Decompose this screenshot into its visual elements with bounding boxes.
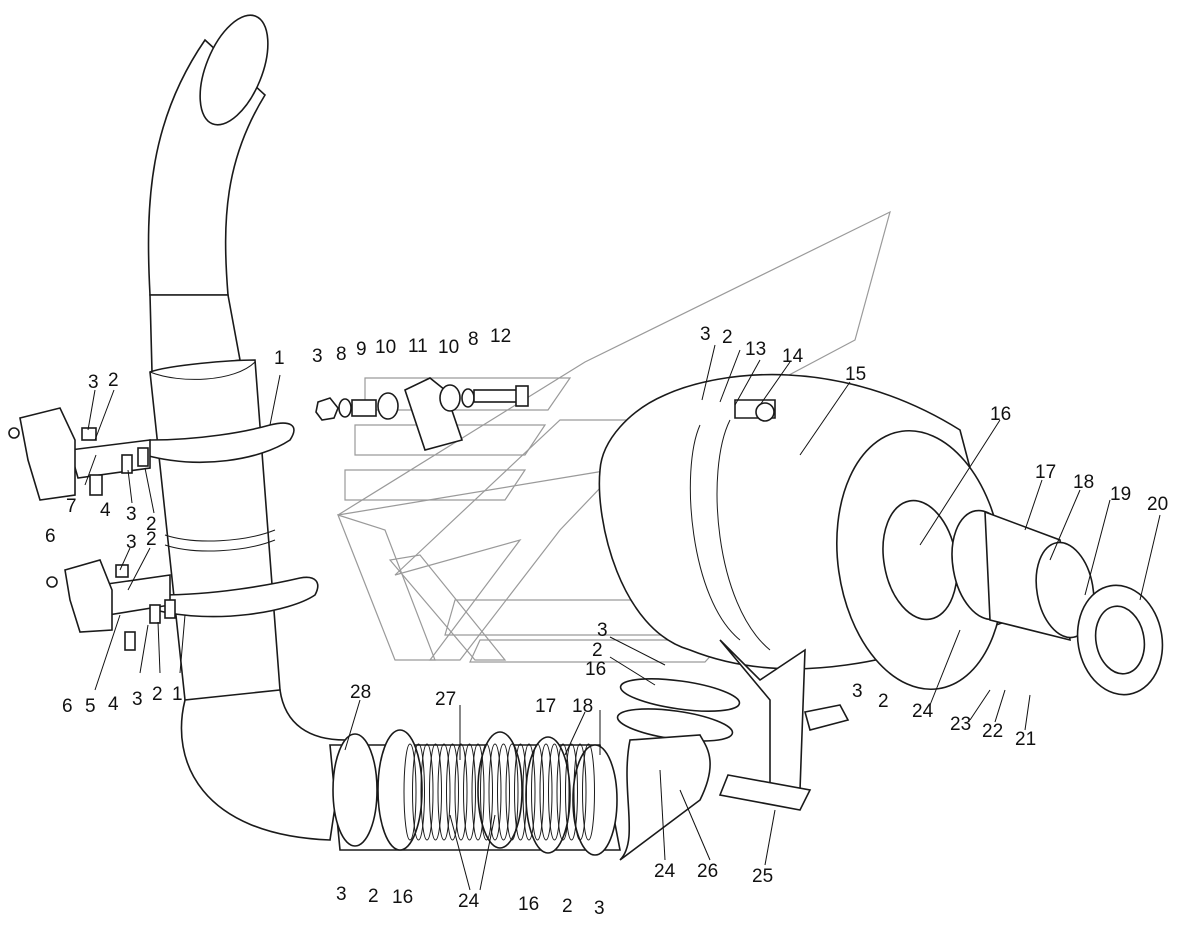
bellows-rib [412, 743, 425, 841]
callout-24: 24 [458, 891, 480, 912]
bellows-rib [437, 743, 451, 841]
callout-3: 3 [312, 346, 323, 367]
callout-18: 18 [1073, 472, 1094, 493]
callout-20: 20 [1147, 494, 1168, 515]
bellows-rib [582, 743, 595, 841]
callout-1: 1 [274, 348, 285, 369]
exploded-hardware [315, 377, 529, 451]
callout-2: 2 [152, 684, 163, 705]
callout-6: 6 [45, 526, 56, 547]
callout-10: 10 [375, 337, 396, 358]
callout-3: 3 [336, 884, 347, 905]
callout-25: 25 [752, 866, 773, 887]
bellows-rib [497, 743, 510, 841]
callout-5: 5 [85, 696, 96, 717]
muffler-outlet-assembly [882, 499, 1164, 696]
callout-9: 9 [356, 339, 367, 360]
callout-16: 16 [990, 404, 1011, 425]
callout-24: 24 [654, 861, 676, 882]
callout-2: 2 [368, 886, 379, 907]
callout-2: 2 [878, 691, 889, 712]
callout-3: 3 [700, 324, 711, 345]
bellows-rib [573, 743, 587, 841]
callout-12: 12 [490, 326, 511, 347]
callout-16: 16 [585, 659, 606, 680]
callout-3: 3 [852, 681, 863, 702]
callout-28: 28 [350, 682, 371, 703]
callout-3: 3 [126, 504, 137, 525]
callout-2: 2 [562, 896, 573, 917]
callout-leaders [84, 344, 1161, 891]
bellows-rib [531, 743, 544, 841]
bellows-rib [446, 743, 459, 841]
callout-10: 10 [438, 337, 459, 358]
callout-8: 8 [468, 329, 479, 350]
bellows-rib [403, 743, 417, 841]
callout-13: 13 [745, 339, 766, 360]
bellows-rib [548, 743, 561, 841]
callout-4: 4 [108, 694, 119, 715]
callout-labels: 3 2 6 7 4 3 2 1 3 2 6 5 4 3 2 1 3 8 9 10… [45, 324, 1168, 919]
bellows-ribs [403, 743, 595, 841]
bellows-rib [514, 743, 527, 841]
callout-2: 2 [108, 370, 119, 391]
bellows-rib [522, 743, 536, 841]
bellows-rib [454, 743, 468, 841]
callout-23: 23 [950, 714, 971, 735]
support-stand [718, 639, 850, 811]
callout-18: 18 [572, 696, 593, 717]
bellows-rib [565, 743, 578, 841]
callout-15: 15 [845, 364, 866, 385]
bellows-rib [471, 743, 485, 841]
callout-6: 6 [62, 696, 73, 717]
bellows-rib [488, 743, 502, 841]
callout-17: 17 [535, 696, 556, 717]
callout-2: 2 [146, 529, 157, 550]
lower-elbow-pipe [180, 689, 346, 841]
callout-3: 3 [88, 372, 99, 393]
bellows-rib [420, 743, 434, 841]
callout-2: 2 [592, 640, 603, 661]
callout-2: 2 [146, 514, 157, 535]
callout-16: 16 [518, 894, 539, 915]
bellows-rib [505, 743, 519, 841]
callout-3: 3 [597, 620, 608, 641]
callout-16: 16 [392, 887, 413, 908]
callout-17: 17 [1035, 462, 1056, 483]
callout-11: 11 [408, 336, 428, 357]
callout-7: 7 [66, 496, 77, 517]
callout-3: 3 [132, 689, 143, 710]
bellows-rib [556, 743, 570, 841]
upper-clamp-bracket [8, 407, 295, 501]
callout-8: 8 [336, 344, 347, 365]
callout-4: 4 [100, 500, 111, 521]
lower-clamp-bracket [46, 559, 319, 651]
callout-3: 3 [594, 898, 605, 919]
callout-27: 27 [435, 689, 456, 710]
callout-22: 22 [982, 721, 1003, 742]
callout-26: 26 [697, 861, 718, 882]
bellows-rib [539, 743, 553, 841]
callout-24: 24 [912, 701, 934, 722]
bellows-rib [480, 743, 493, 841]
callout-3: 3 [126, 532, 137, 553]
callout-1: 1 [172, 684, 183, 705]
callout-19: 19 [1110, 484, 1131, 505]
callout-21: 21 [1015, 729, 1036, 750]
bellows-rib [463, 743, 476, 841]
stand-flange-joint [616, 678, 741, 861]
callout-2: 2 [722, 327, 733, 348]
callout-14: 14 [782, 346, 804, 367]
bellows-rib [429, 743, 442, 841]
